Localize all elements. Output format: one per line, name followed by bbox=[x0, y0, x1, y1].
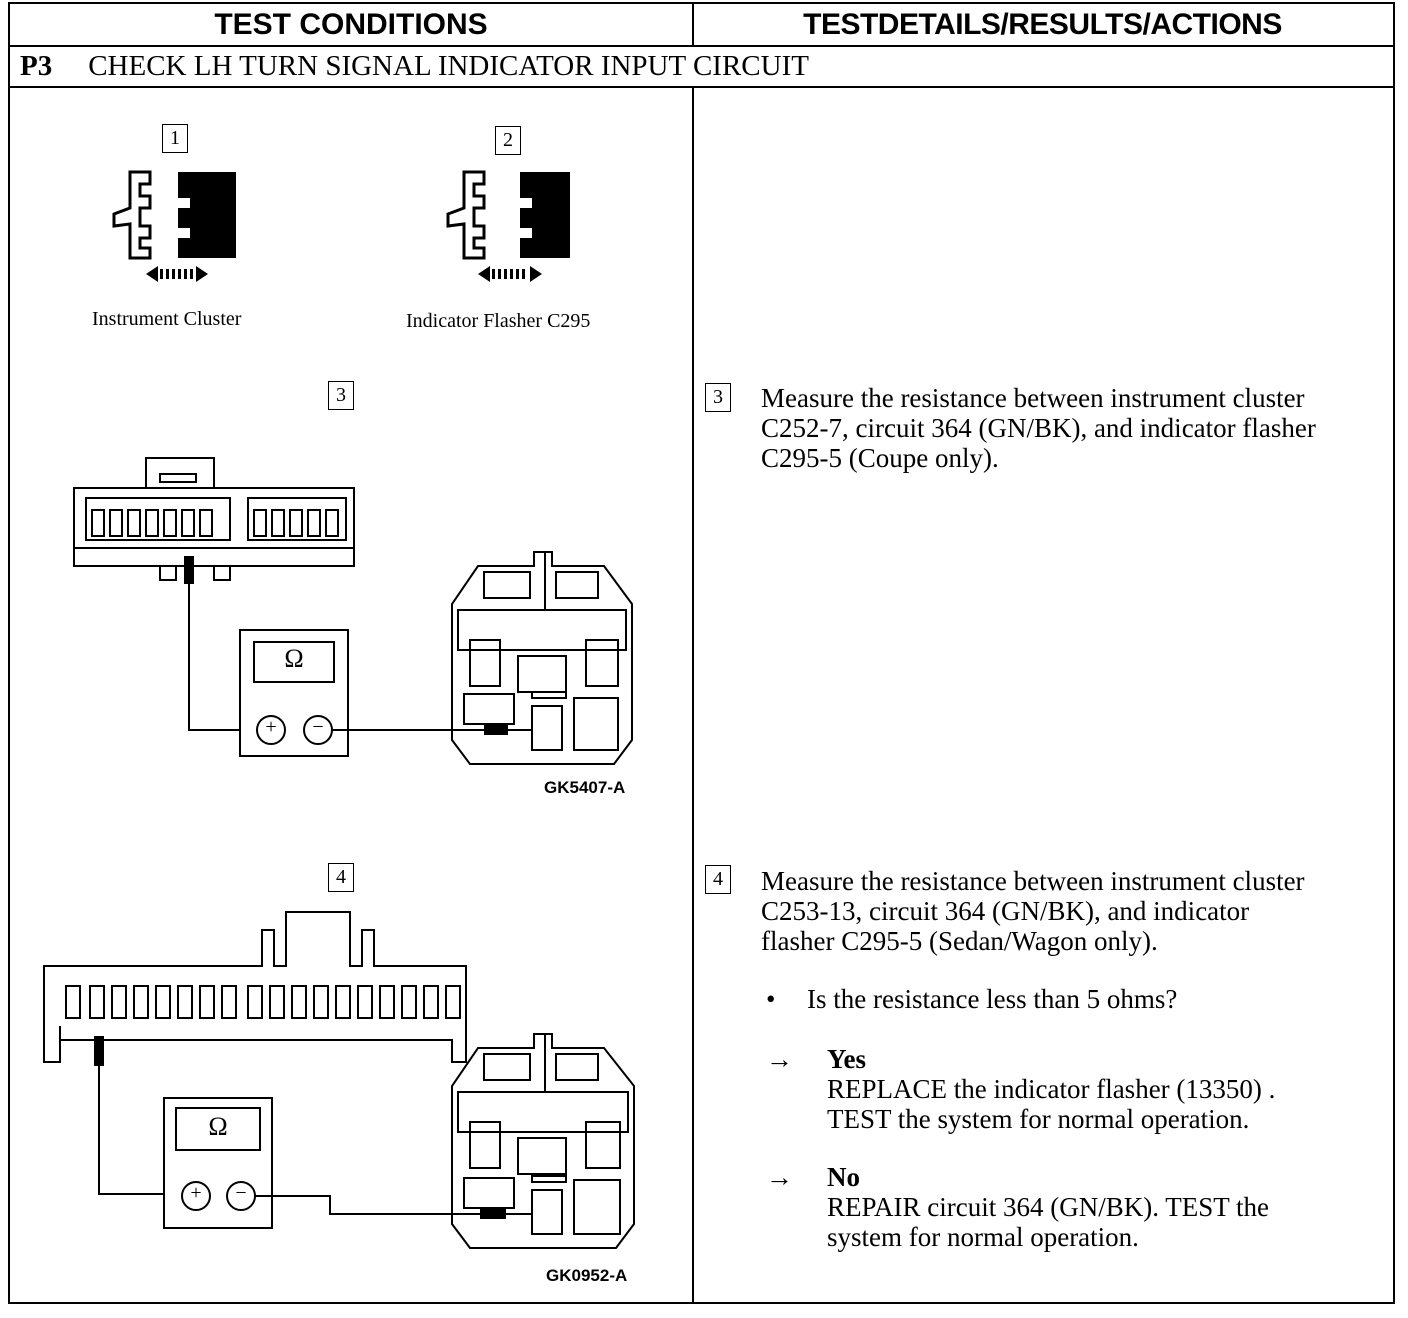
header-divider bbox=[10, 45, 1393, 47]
step-code: P3 bbox=[20, 50, 53, 82]
detail-3-number: 3 bbox=[705, 383, 731, 412]
cluster-pins bbox=[91, 509, 339, 581]
step-title: CHECK LH TURN SIGNAL INDICATOR INPUT CIR… bbox=[88, 50, 809, 82]
figure-3-diagram bbox=[73, 457, 633, 765]
flasher-connector-c295 bbox=[451, 551, 633, 765]
arrow-right-icon: → bbox=[766, 1044, 793, 1074]
bullet-icon: • bbox=[766, 984, 776, 1014]
cluster-pins bbox=[65, 985, 461, 1019]
detail-4-number: 4 bbox=[705, 865, 731, 894]
detail-4-line-1: Measure the resistance between instrumen… bbox=[761, 866, 1305, 896]
yes-action-line-1: REPLACE the indicator flasher (13350) . bbox=[827, 1074, 1276, 1104]
detail-3-line-2: C252-7, circuit 364 (GN/BK), and indicat… bbox=[761, 413, 1316, 443]
no-label: No bbox=[827, 1162, 860, 1192]
header-column-divider bbox=[692, 4, 694, 45]
detail-4-line-3: flasher C295-5 (Sedan/Wagon only). bbox=[761, 926, 1158, 956]
figure-4-number: 4 bbox=[328, 863, 354, 892]
flasher-connector-c295 bbox=[451, 1033, 635, 1249]
column-divider bbox=[692, 86, 694, 1302]
disconnect-connector-icon bbox=[112, 170, 236, 282]
arrow-right-icon: → bbox=[766, 1162, 793, 1192]
figure-2-number: 2 bbox=[495, 126, 521, 155]
detail-3-line-1: Measure the resistance between instrumen… bbox=[761, 383, 1305, 413]
detail-3-line-3: C295-5 (Coupe only). bbox=[761, 443, 999, 473]
figure-4-diagram bbox=[43, 911, 635, 1249]
yes-label: Yes bbox=[827, 1044, 866, 1074]
ohm-symbol: Ω bbox=[284, 644, 304, 673]
figure-3-number: 3 bbox=[328, 381, 354, 410]
test-table: TEST CONDITIONS TESTDETAILS/RESULTS/ACTI… bbox=[8, 2, 1395, 1304]
instrument-cluster-caption: Instrument Cluster bbox=[92, 308, 242, 330]
plus-terminal: + bbox=[190, 1182, 202, 1204]
step-divider bbox=[10, 86, 1393, 88]
plus-terminal: + bbox=[265, 716, 277, 738]
detail-4-line-2: C253-13, circuit 364 (GN/BK), and indica… bbox=[761, 896, 1250, 926]
minus-terminal: − bbox=[235, 1182, 247, 1204]
yes-result: Yes REPLACE the indicator flasher (13350… bbox=[827, 1044, 1387, 1134]
minus-terminal: − bbox=[312, 716, 324, 738]
disconnect-connector-icon bbox=[446, 170, 570, 282]
step-title-row: P3 CHECK LH TURN SIGNAL INDICATOR INPUT C… bbox=[20, 48, 809, 84]
no-result: No REPAIR circuit 364 (GN/BK). TEST the … bbox=[827, 1162, 1387, 1252]
figure-4-code: GK0952-A bbox=[546, 1266, 628, 1285]
figure-1-number: 1 bbox=[162, 124, 188, 153]
detail-4-text: Measure the resistance between instrumen… bbox=[761, 866, 1391, 956]
detail-3-text: Measure the resistance between instrumen… bbox=[761, 383, 1391, 473]
no-action-line-1: REPAIR circuit 364 (GN/BK). TEST the bbox=[827, 1192, 1269, 1222]
resistance-question: Is the resistance less than 5 ohms? bbox=[807, 984, 1178, 1014]
figure-3-code: GK5407-A bbox=[544, 778, 626, 797]
no-action-line-2: system for normal operation. bbox=[827, 1222, 1139, 1252]
indicator-flasher-caption: Indicator Flasher C295 bbox=[406, 310, 591, 332]
cluster-connector-c253 bbox=[43, 911, 467, 1063]
test-details-header: TESTDETAILS/RESULTS/ACTIONS bbox=[803, 8, 1282, 41]
yes-action-line-2: TEST the system for normal operation. bbox=[827, 1104, 1250, 1134]
ohm-symbol: Ω bbox=[208, 1112, 228, 1141]
test-conditions-header: TEST CONDITIONS bbox=[214, 8, 488, 41]
